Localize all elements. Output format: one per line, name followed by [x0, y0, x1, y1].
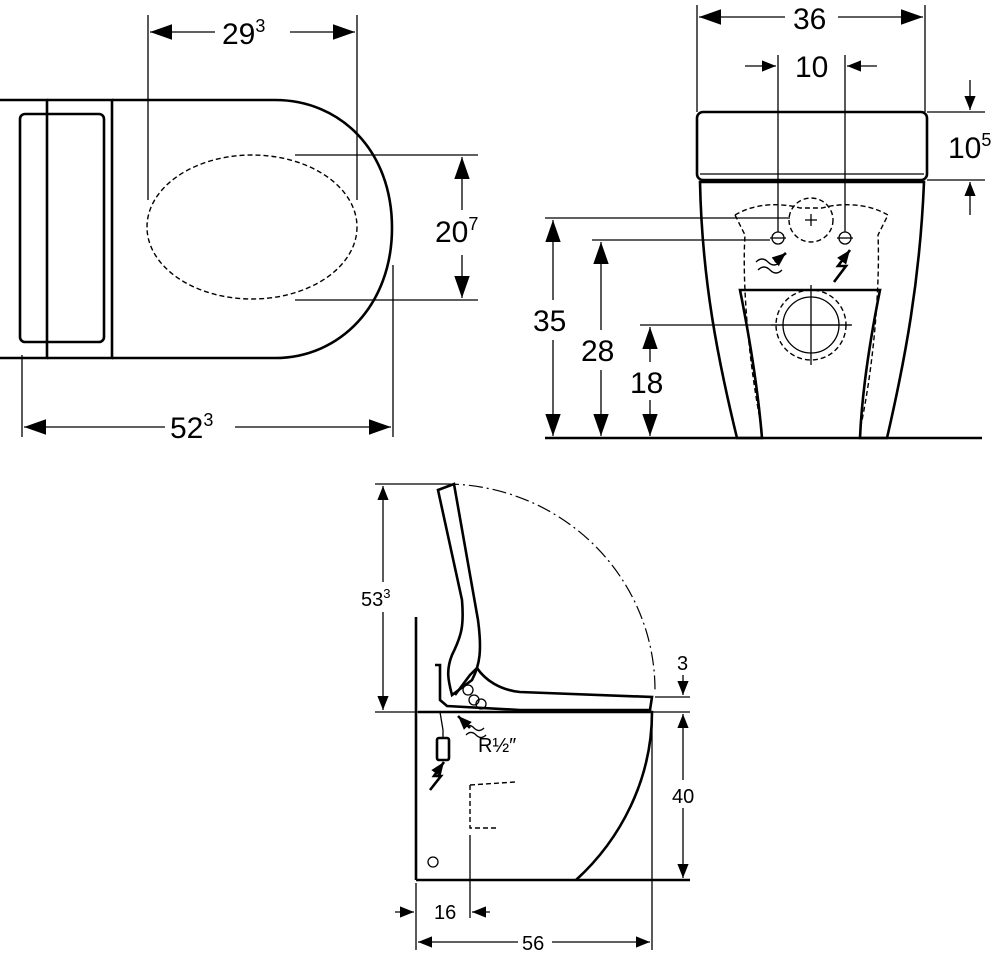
dim-gap: 3 — [677, 653, 688, 675]
dim-total-length: 523 — [170, 410, 213, 445]
lid-swing-arc — [444, 483, 656, 691]
plug — [435, 736, 451, 762]
fixing-hole — [427, 856, 439, 868]
control-panel — [18, 112, 106, 344]
tank-front — [695, 110, 929, 182]
tank-outline — [0, 98, 49, 360]
front-view: 36 10 105 35 28 18 — [533, 3, 991, 440]
water-icon-side — [457, 715, 487, 739]
dim-connection-spacing: 10 — [795, 51, 828, 84]
dim-width: 36 — [793, 3, 826, 36]
seat-side — [435, 663, 654, 712]
dim-bowl-height: 40 — [672, 786, 694, 808]
hidden-outlet — [469, 781, 516, 829]
top-view: 293 207 523 — [0, 15, 478, 445]
seat-opening — [146, 154, 358, 300]
seat-outline — [112, 98, 394, 360]
seat-rear — [47, 98, 114, 360]
dim-lid-height: 533 — [361, 586, 390, 611]
dim-seat-depth: 207 — [435, 214, 478, 249]
dim-height-18: 18 — [630, 367, 663, 400]
cable — [439, 711, 444, 738]
dim-seat-width: 293 — [222, 16, 265, 51]
electricity-icon-side — [428, 761, 446, 791]
dim-height-35: 35 — [533, 305, 566, 338]
side-view: R½″ 533 3 40 16 56 — [361, 482, 694, 955]
bowl-front — [698, 180, 926, 440]
water-icon — [755, 251, 787, 274]
electricity-icon — [832, 249, 852, 283]
dim-height-28: 28 — [581, 335, 614, 368]
water-connection-label: R½″ — [478, 735, 516, 757]
dim-offset: 16 — [434, 902, 456, 924]
bowl-side — [418, 710, 654, 881]
dim-depth: 56 — [522, 933, 544, 955]
lid — [436, 482, 482, 698]
hidden-lines — [734, 204, 889, 431]
dim-tank-height: 105 — [948, 130, 991, 165]
